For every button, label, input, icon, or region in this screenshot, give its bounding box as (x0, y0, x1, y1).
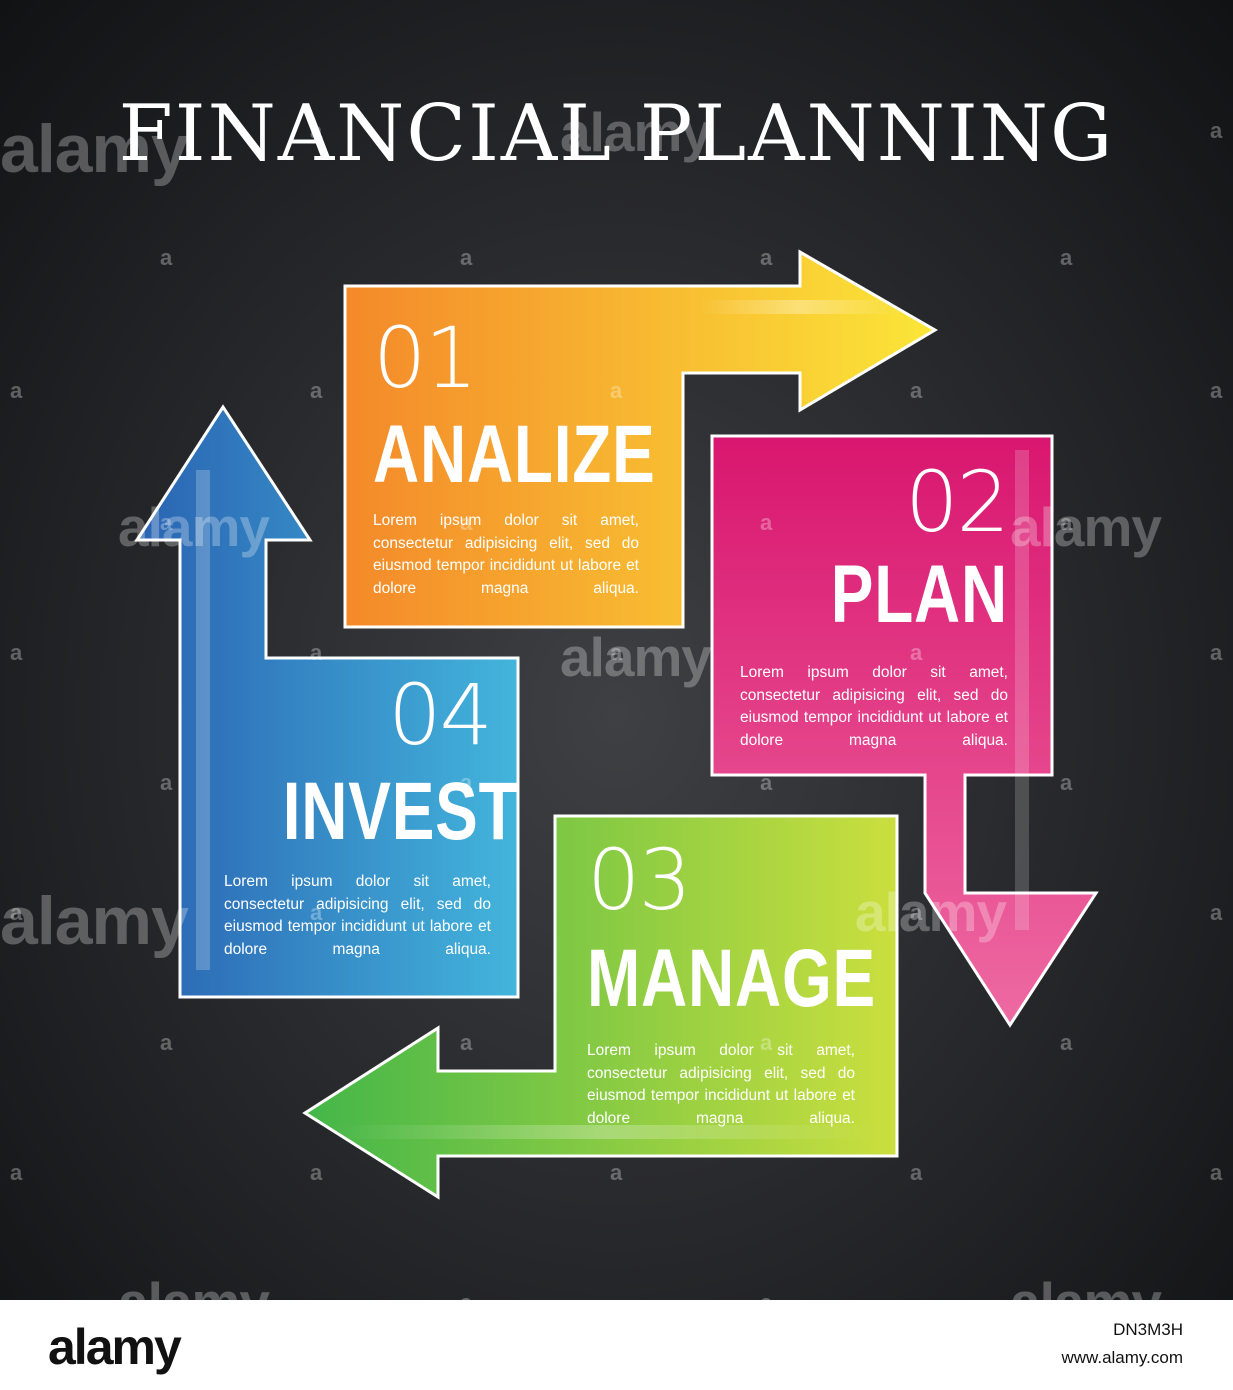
watermark-mark: a (10, 378, 23, 403)
step-04-number: 04 (388, 666, 493, 764)
watermark-word: alamy (0, 111, 189, 187)
watermark-mark: a (760, 245, 773, 270)
watermark-mark: a (760, 1030, 773, 1055)
step-04: 04 INVEST Lorem ipsum dolor sit amet, co… (224, 666, 519, 961)
watermark-word: alamy (1010, 496, 1162, 558)
step-01-description: Lorem ipsum dolor sit amet, consectetur … (373, 512, 639, 597)
footer-image-id: DN3M3H (1113, 1320, 1183, 1339)
watermark-mark: a (10, 640, 23, 665)
watermark-mark: a (1210, 378, 1223, 403)
watermark-word: alamy (560, 101, 712, 163)
step-04-description: Lorem ipsum dolor sit amet, consectetur … (224, 873, 491, 958)
watermark-mark: a (1060, 510, 1073, 535)
step-03-label: MANAGE (587, 933, 876, 1024)
watermark-mark: a (160, 245, 173, 270)
step-02: 02 PLAN Lorem ipsum dolor sit amet, cons… (740, 453, 1010, 752)
watermark-mark: a (460, 510, 473, 535)
watermark-mark: a (310, 118, 323, 143)
watermark-mark: a (310, 900, 323, 925)
step-01-arrow (343, 249, 938, 629)
step-02-description: Lorem ipsum dolor sit amet, consectetur … (740, 664, 1008, 749)
watermark-word: alamy (560, 626, 712, 688)
watermark-mark: a (460, 1290, 472, 1300)
watermark-mark: a (910, 640, 923, 665)
footer-bar: alamy DN3M3H www.alamy.com (0, 1300, 1233, 1390)
infographic-canvas: FINANCIAL PLANNING (0, 0, 1233, 1300)
watermark-mark: a (610, 640, 623, 665)
watermark-mark: a (1210, 118, 1223, 143)
watermark-mark: a (310, 1160, 323, 1185)
watermark-mark: a (1060, 770, 1073, 795)
step-04-shine (196, 470, 210, 970)
watermark-mark: a (760, 1290, 772, 1300)
step-03-shine (330, 1125, 880, 1139)
watermark-mark: a (760, 510, 773, 535)
watermark-mark: a (910, 378, 923, 403)
page-title: FINANCIAL PLANNING (118, 89, 1115, 179)
step-03: 03 MANAGE Lorem ipsum dolor sit amet, co… (587, 831, 876, 1130)
step-04-arrow (134, 404, 520, 999)
footer-url: www.alamy.com (1061, 1348, 1183, 1367)
arrow-cycle (134, 249, 1099, 1200)
step-02-number: 02 (905, 453, 1010, 551)
watermark-mark: a (10, 1160, 23, 1185)
watermark-mark: a (460, 1030, 473, 1055)
step-02-label: PLAN (830, 549, 1008, 640)
watermark-mark: a (610, 1160, 623, 1185)
watermark-mark: a (760, 770, 773, 795)
step-02-shine (1015, 450, 1029, 930)
step-01-shine (700, 300, 900, 314)
watermark-mark: a (610, 378, 623, 403)
watermark-word: alamy (1010, 1270, 1162, 1300)
watermark-mark: a (460, 245, 473, 270)
step-01: 01 ANALIZE Lorem ipsum dolor sit amet, c… (373, 309, 656, 600)
step-03-number: 03 (587, 831, 692, 929)
step-03-arrow (302, 814, 899, 1200)
watermark-mark: a (160, 1030, 173, 1055)
watermark-mark: a (910, 900, 923, 925)
watermark-mark: a (160, 770, 173, 795)
watermark-mark: a (1060, 245, 1073, 270)
footer-logo: alamy (48, 1319, 182, 1375)
watermark-word: alamy (118, 496, 270, 558)
watermark-mark: a (1210, 1160, 1223, 1185)
watermark-mark: a (10, 900, 23, 925)
watermark-mark: a (1060, 1030, 1073, 1055)
watermark-mark: a (1210, 900, 1223, 925)
step-04-label: INVEST (282, 766, 519, 857)
watermark-mark: a (460, 770, 473, 795)
watermark-mark: a (910, 1160, 923, 1185)
watermark-mark: a (1210, 640, 1223, 665)
step-03-description: Lorem ipsum dolor sit amet, consectetur … (587, 1042, 855, 1127)
watermark-mark: a (310, 378, 323, 403)
watermark-word: alamy (855, 881, 1007, 943)
step-01-label: ANALIZE (373, 409, 656, 500)
watermark-word: alamy (0, 883, 189, 959)
watermark-word: alamy (118, 1270, 270, 1300)
watermark-mark: a (160, 510, 173, 535)
step-01-number: 01 (373, 309, 478, 407)
step-02-arrow (710, 434, 1099, 1028)
watermark-mark: a (310, 640, 323, 665)
